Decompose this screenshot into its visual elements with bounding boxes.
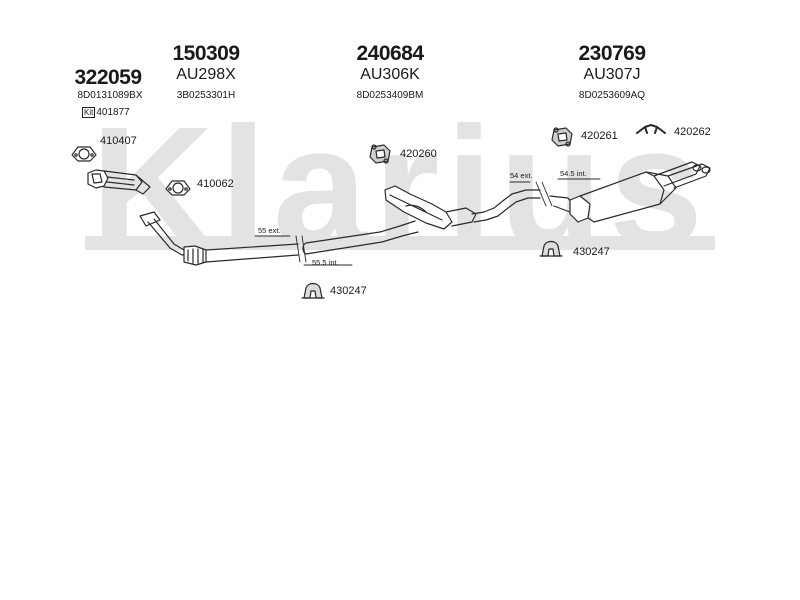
fitting-label-420262: 420262 (674, 126, 711, 138)
joint-marker-rear (509, 178, 601, 207)
part-number-150309: 150309 (172, 42, 240, 65)
part-number-230769: 230769 (578, 42, 646, 65)
fitting-label-410062: 410062 (197, 178, 234, 190)
kit-number: 401877 (96, 107, 130, 118)
rear-silencer-part (549, 161, 711, 223)
dimension-54-5-int: 54.5 int. (560, 169, 587, 178)
kit-badge: Kit (82, 107, 96, 118)
flange-gasket-icon (165, 180, 191, 196)
fitting-label-410407: 410407 (100, 135, 137, 147)
code-au298x: AU298X (176, 66, 236, 83)
dimension-55-ext: 55 ext. (258, 226, 281, 235)
part-number-322059: 322059 (74, 66, 142, 89)
fitting-label-420261: 420261 (581, 130, 618, 142)
dimension-54-ext: 54 ext. (510, 171, 533, 180)
rubber-mount-icon (551, 127, 573, 147)
clamp-icon (539, 240, 563, 257)
hanger-bracket-icon (636, 124, 666, 134)
oe-number-150309: 3B0253301H (176, 90, 236, 101)
fitting-label-430247-rear: 430247 (573, 246, 610, 258)
fitting-label-430247-front: 430247 (330, 285, 367, 297)
oe-number-240684: 8D0253409BM (356, 90, 424, 101)
clamp-icon (301, 282, 325, 299)
flange-gasket-icon (71, 146, 97, 162)
code-au307j: AU307J (583, 66, 641, 83)
oe-number-230769: 8D0253609AQ (578, 90, 646, 101)
fitting-label-420260: 420260 (400, 148, 437, 160)
catalytic-converter-part (87, 169, 151, 195)
centre-section-part (302, 185, 541, 255)
front-pipe-part (139, 211, 299, 266)
oe-number-322059: 8D0131089BX (77, 90, 143, 101)
rubber-mount-icon (369, 144, 391, 164)
joint-marker-front (254, 235, 353, 266)
part-number-240684: 240684 (356, 42, 424, 65)
code-au306k: AU306K (360, 66, 420, 83)
kit-label: Kit 401877 (82, 107, 130, 118)
dimension-55-5-int: 55.5 int. (312, 258, 339, 267)
